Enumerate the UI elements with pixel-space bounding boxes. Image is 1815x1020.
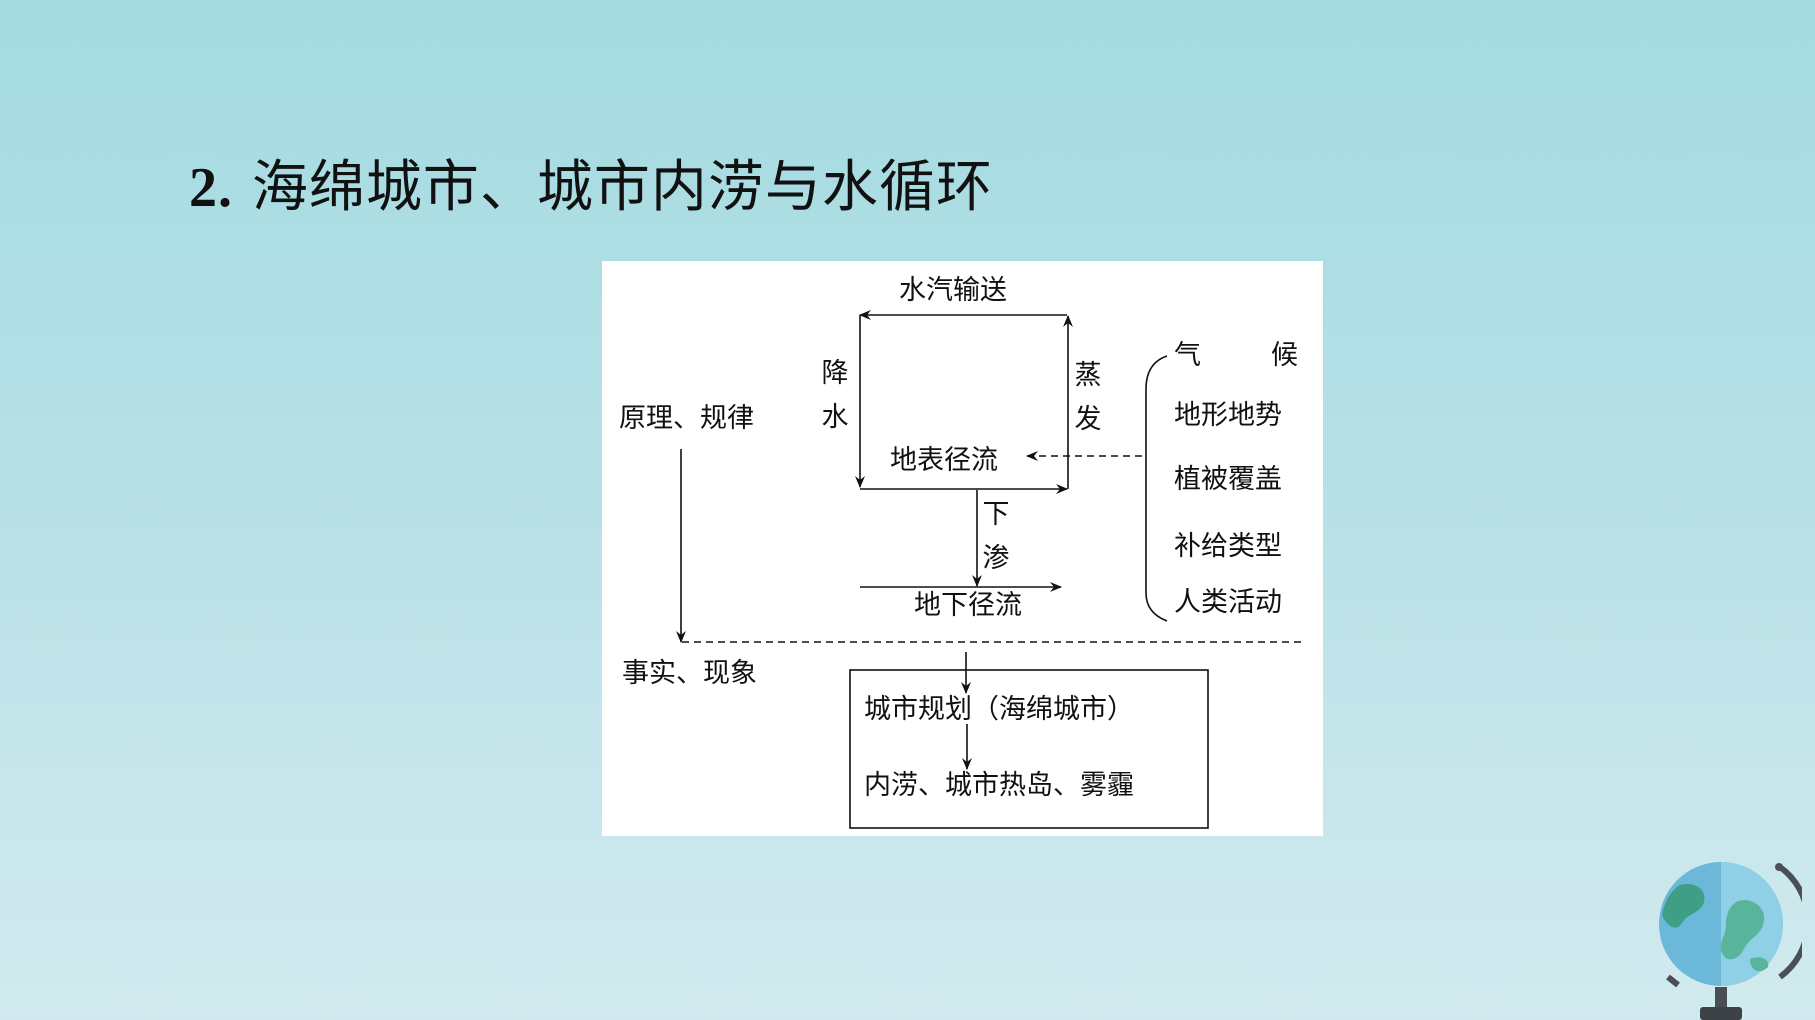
principle-label: 原理、规律 xyxy=(619,403,754,434)
groundwater-label: 地下径流 xyxy=(914,590,1022,621)
infiltration-label: 下渗 xyxy=(982,499,1010,574)
factor-supply-type: 补给类型 xyxy=(1174,531,1282,562)
precipitation-label: 降水 xyxy=(821,358,849,433)
factor-vegetation: 植被覆盖 xyxy=(1174,464,1282,495)
factor-human-activity: 人类活动 xyxy=(1174,587,1282,618)
title-text: 海绵城市、城市内涝与水循环 xyxy=(251,155,993,220)
factor-climate-char-1: 气 xyxy=(1174,340,1201,371)
factor-climate-char-2: 候 xyxy=(1271,340,1298,371)
urban-effects-label: 内涝、城市热岛、雾霾 xyxy=(864,770,1134,801)
slide-title: 2. 海绵城市、城市内涝与水循环 xyxy=(189,152,993,224)
globe-icon xyxy=(1652,855,1811,1020)
evaporation-label: 蒸发 xyxy=(1074,360,1102,435)
surface-runoff-label: 地表径流 xyxy=(890,445,998,476)
water-cycle-diagram: 水汽输送 降水 蒸发 地表径流 下渗 地下径流 原理、规律 事实、现象 气 候 … xyxy=(602,261,1323,836)
title-dot: . xyxy=(218,157,233,219)
vapor-transport-label: 水汽输送 xyxy=(899,275,1007,306)
factor-terrain: 地形地势 xyxy=(1174,400,1282,431)
diagram-lines xyxy=(676,310,1306,829)
factor-climate: 气 候 xyxy=(1174,340,1298,372)
facts-label: 事实、现象 xyxy=(622,658,757,689)
urban-box xyxy=(849,669,1209,829)
urban-planning-label: 城市规划（海绵城市） xyxy=(864,694,1134,725)
factors-brace xyxy=(1145,355,1168,622)
title-number: 2 xyxy=(189,157,218,219)
